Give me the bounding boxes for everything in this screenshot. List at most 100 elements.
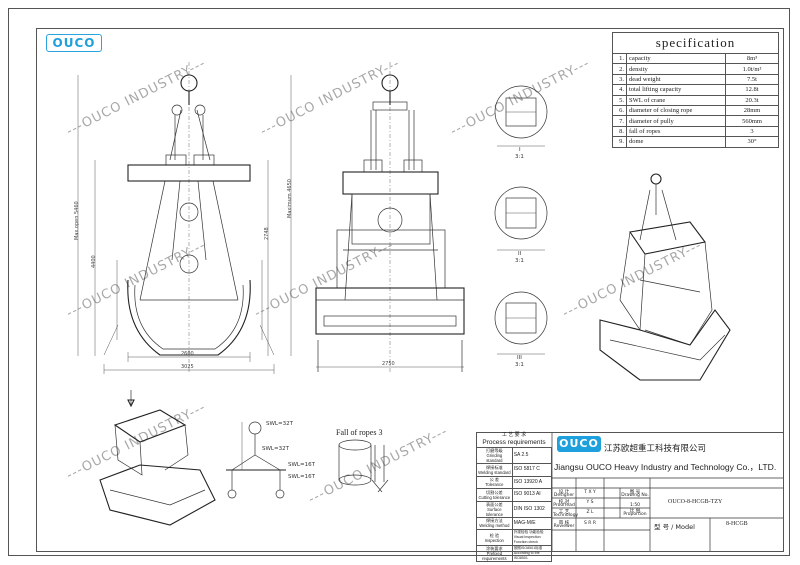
spec-row-value: 28mm xyxy=(725,104,779,117)
spec-row-number: 1. xyxy=(612,52,627,65)
requirements-title-cn: 工 艺 要 求 xyxy=(501,432,527,438)
requirement-key-cn: 打磨等级 xyxy=(485,448,503,453)
requirement-key-en: Tolerance xyxy=(485,482,504,488)
spec-row-label: fall of ropes xyxy=(626,125,726,138)
detail-scale: 3:1 xyxy=(515,258,524,264)
requirement-key-en: Surface tolerance xyxy=(485,506,503,517)
side-view xyxy=(315,62,465,372)
spec-row-number: 9. xyxy=(612,136,627,148)
logo-text: OUCO xyxy=(52,36,96,50)
requirement-key-cn: 焊接标准 xyxy=(485,464,503,470)
detail-scale: 3:1 xyxy=(515,154,524,160)
spec-row-label: dome xyxy=(626,136,726,148)
spec-row-value: 3 xyxy=(725,125,779,138)
drawing-no-cn: 图 号 xyxy=(629,490,641,495)
sling-label: SWL=16T xyxy=(288,474,315,480)
role-proofread-sig: Y S xyxy=(586,500,594,505)
dim-width-outer: 3025 xyxy=(181,364,194,370)
requirement-value: MAG-M/E xyxy=(511,516,553,530)
dim-width-inner: 2600 xyxy=(181,351,194,357)
inner-border xyxy=(36,28,784,552)
role-reviewer-en: Reviewer xyxy=(553,524,575,529)
requirement-key-cn: 焊接方法 xyxy=(485,518,503,524)
spec-row-number: 8. xyxy=(612,125,627,138)
sling-label: SWL=16T xyxy=(288,462,315,468)
spec-row-number: 7. xyxy=(612,115,627,127)
sling-label: SWL=32T xyxy=(266,421,293,427)
requirement-key-cn: 公 差 xyxy=(489,477,500,483)
detail-views xyxy=(494,85,548,355)
spec-row-number: 5. xyxy=(612,94,627,106)
requirement-key-en: Cutting tolerance xyxy=(478,494,511,500)
requirement-value: ISO 13920 A xyxy=(511,475,553,489)
spec-row-label: SWL of crane xyxy=(626,94,726,106)
spec-row-number: 6. xyxy=(612,104,627,117)
role-technology-en: Technology xyxy=(553,513,579,518)
requirement-key-en: Prefixed requirements xyxy=(482,551,507,561)
spec-row-label: capacity xyxy=(626,52,726,65)
spec-row-number: 3. xyxy=(612,73,627,86)
role-proofread-cn: 校 对 xyxy=(558,500,570,505)
detail-label: II xyxy=(518,251,522,257)
sling-label: SWL=32T xyxy=(262,446,289,452)
company-name-en: Jiangsu OUCO Heavy Industry and Technolo… xyxy=(554,462,777,472)
dim-max-open: Max.open 5460 xyxy=(74,201,80,240)
spec-row-value: 20.3t xyxy=(725,94,779,106)
spec-row-value: 560mm xyxy=(725,115,779,127)
proportion-cn: 比 例 xyxy=(629,509,641,514)
dim-side-width: 2750 xyxy=(382,361,395,367)
requirement-value: ISO 9013 AI xyxy=(511,488,553,502)
spec-row-label: dead weight xyxy=(626,73,726,86)
inspection-item: Visual inspection Function check xyxy=(513,535,541,544)
detail-label: I xyxy=(519,147,521,153)
requirement-key-cn: 切割公差 xyxy=(485,489,503,495)
requirement-key-en: Grinding standard xyxy=(486,453,503,463)
paint-requirement: According to the ISO8501 xyxy=(513,551,540,560)
role-designer-sig: T X Y xyxy=(584,490,596,495)
spec-row-label: diameter of pully xyxy=(626,115,726,127)
detail-scale: 3:1 xyxy=(515,362,524,368)
inspection-item: 外观检验 功能检验 xyxy=(513,530,544,534)
company-logo: OUCO xyxy=(557,436,601,452)
fall-of-ropes-sketch xyxy=(338,439,389,493)
detail-label: III xyxy=(517,355,522,361)
role-technology-sig: Z L xyxy=(586,510,594,515)
company-name-cn: 江苏欧超重工科技有限公司 xyxy=(604,444,707,454)
specification-title: specification xyxy=(612,32,779,53)
requirement-key-en: Welding standard xyxy=(478,469,511,475)
spec-row-label: diameter of closing rope xyxy=(626,104,726,117)
spec-row-value: 8m³ xyxy=(725,52,779,65)
scale-value: 1:50 xyxy=(629,503,641,508)
requirements-title: Process requirements xyxy=(482,439,546,446)
proportion-en: Proportion xyxy=(623,512,647,517)
role-proofread-en: Proofread xyxy=(553,503,575,508)
spec-row-value: 30° xyxy=(725,136,779,148)
requirement-value: ISO 5817 C xyxy=(511,463,553,477)
drawing-no-en: Drawing No. xyxy=(621,493,649,498)
requirement-key-cn: 表面公差 xyxy=(485,501,503,507)
